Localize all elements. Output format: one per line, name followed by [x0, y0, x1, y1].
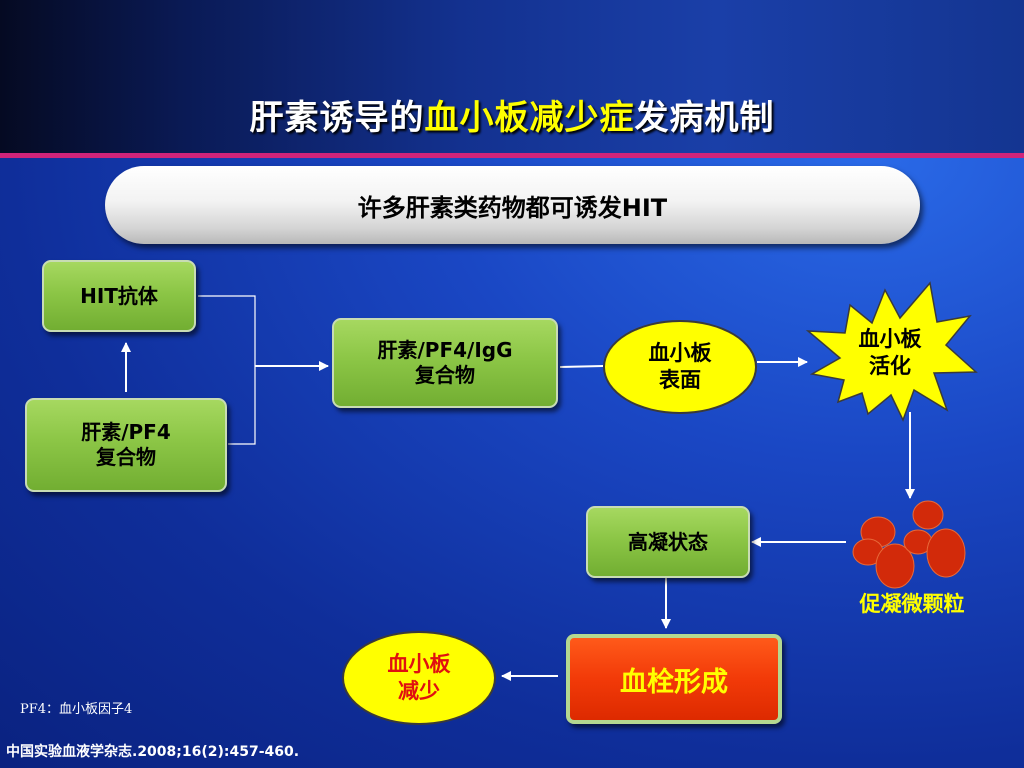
hit-antibody-label: HIT抗体 — [80, 283, 158, 308]
heparin-pf4-igg-box: 肝素/PF4/IgG 复合物 — [332, 318, 558, 408]
thrombosis-box: 血栓形成 — [566, 634, 782, 724]
heparin-pf4-line2: 复合物 — [95, 445, 156, 469]
heparin-pf4-igg-line2: 复合物 — [415, 363, 475, 387]
title-part2: 发病机制 — [634, 98, 775, 138]
title-highlight: 血小板减少症 — [424, 98, 635, 138]
platelet-surface-line1: 血小板 — [648, 340, 712, 365]
line-igg-to-surface — [559, 365, 604, 368]
header-divider — [0, 153, 1024, 158]
header-band — [0, 0, 1024, 153]
activation-starburst — [805, 281, 978, 422]
platelet-activation-line2: 活化 — [869, 354, 911, 379]
platelet-activation-line1: 血小板 — [858, 327, 922, 351]
bracket-connector — [198, 295, 256, 445]
hypercoagulable-label: 高凝状态 — [628, 529, 708, 554]
thrombocytopenia-line1: 血小板 — [387, 651, 451, 676]
heparin-pf4-line1: 肝素/PF4 — [81, 420, 171, 444]
procoagulant-microparticles-label: 促凝微颗粒 — [859, 592, 965, 616]
thrombocytopenia-node: 血小板 减少 — [342, 631, 496, 725]
thrombocytopenia-line2: 减少 — [398, 679, 440, 703]
heparin-pf4-box: 肝素/PF4 复合物 — [25, 398, 227, 492]
footnote: PF4：血小板因子4 — [20, 702, 133, 717]
hit-antibody-box: HIT抗体 — [42, 260, 196, 332]
hypercoagulable-box: 高凝状态 — [586, 506, 750, 578]
platelet-surface-line2: 表面 — [659, 368, 701, 392]
hit-banner: 许多肝素类药物都可诱发HIT — [105, 166, 920, 244]
page-title: 肝素诱导的血小板减少症发病机制 — [0, 90, 1024, 139]
title-part1: 肝素诱导的 — [249, 98, 425, 138]
platelet-surface-node: 血小板 表面 — [603, 320, 757, 414]
thrombosis-label: 血栓形成 — [620, 666, 728, 698]
platelet-activation-label: 血小板 活化 — [830, 326, 950, 381]
microparticle-cluster — [852, 500, 966, 589]
citation: 中国实验血液学杂志.2008;16(2):457-460. — [6, 744, 300, 760]
heparin-pf4-igg-line1: 肝素/PF4/IgG — [377, 338, 513, 362]
